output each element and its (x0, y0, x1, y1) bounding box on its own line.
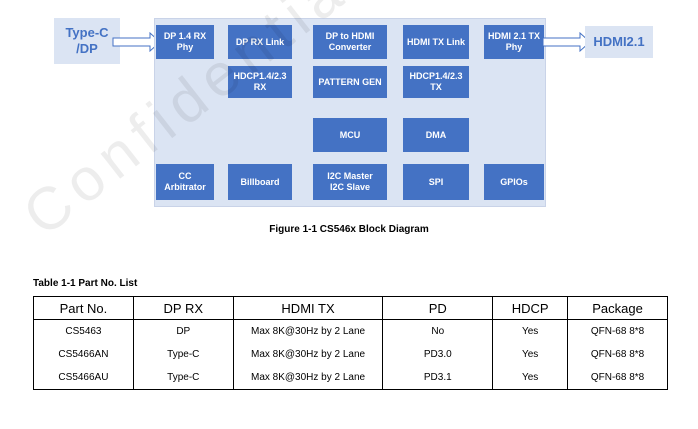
table-caption: Table 1-1 Part No. List (33, 278, 138, 289)
block-cc-arbitrator: CC Arbitrator (156, 164, 214, 200)
figure-caption: Figure 1-1 CS546x Block Diagram (269, 224, 429, 235)
external-hdmi21: HDMI2.1 (585, 26, 653, 58)
header-part-no: Part No. (33, 296, 134, 320)
block-hdmi-tx-link: HDMI TX Link (403, 25, 469, 59)
cell-pd: PD3.1 (382, 366, 494, 390)
cell-dp-rx: Type-C (132, 343, 234, 366)
table-row: CS5466AU Type-C Max 8K@30Hz by 2 Lane PD… (33, 366, 668, 390)
cell-dp-rx: Type-C (132, 366, 234, 390)
cell-dp-rx: DP (132, 319, 234, 343)
block-dp-to-hdmi: DP to HDMI Converter (313, 25, 387, 59)
block-diagram: Type-C /DP DP 1.4 RX Phy DP RX Link DP t… (54, 18, 653, 207)
table-header-row: Part No. DP RX HDMI TX PD HDCP Package (33, 296, 668, 320)
cell-package: QFN-68 8*8 (567, 343, 668, 366)
block-spi: SPI (403, 164, 469, 200)
block-mcu: MCU (313, 118, 387, 152)
block-i2c: I2C Master I2C Slave (313, 164, 387, 200)
block-dma: DMA (403, 118, 469, 152)
header-dp-rx: DP RX (132, 296, 234, 320)
cell-package: QFN-68 8*8 (567, 366, 668, 390)
block-pattern-gen: PATTERN GEN (313, 66, 387, 98)
cell-part-no: CS5466AN (33, 343, 134, 366)
cell-pd: No (382, 319, 494, 343)
cell-hdcp: Yes (492, 319, 569, 343)
cell-hdcp: Yes (492, 366, 569, 390)
block-hdcp-tx: HDCP1.4/2.3 TX (403, 66, 469, 98)
block-billboard: Billboard (228, 164, 292, 200)
block-hdmi-tx-phy: HDMI 2.1 TX Phy (484, 25, 544, 59)
part-number-table: Part No. DP RX HDMI TX PD HDCP Package C… (33, 296, 668, 390)
table-row: CS5463 DP Max 8K@30Hz by 2 Lane No Yes Q… (33, 319, 668, 343)
block-hdcp-rx: HDCP1.4/2.3 RX (228, 66, 292, 98)
cell-hdcp: Yes (492, 343, 569, 366)
block-gpios: GPIOs (484, 164, 544, 200)
cell-part-no: CS5463 (33, 319, 134, 343)
cell-hdmi-tx: Max 8K@30Hz by 2 Lane (232, 319, 384, 343)
header-hdmi-tx: HDMI TX (232, 296, 384, 320)
cell-hdmi-tx: Max 8K@30Hz by 2 Lane (232, 343, 384, 366)
block-dp-rx-phy: DP 1.4 RX Phy (156, 25, 214, 59)
header-pd: PD (382, 296, 494, 320)
header-hdcp: HDCP (492, 296, 569, 320)
block-dp-rx-link: DP RX Link (228, 25, 292, 59)
cell-hdmi-tx: Max 8K@30Hz by 2 Lane (232, 366, 384, 390)
cell-pd: PD3.0 (382, 343, 494, 366)
table-row: CS5466AN Type-C Max 8K@30Hz by 2 Lane PD… (33, 343, 668, 366)
cell-part-no: CS5466AU (33, 366, 134, 390)
header-package: Package (567, 296, 668, 320)
cell-package: QFN-68 8*8 (567, 319, 668, 343)
external-typec-dp: Type-C /DP (54, 18, 120, 64)
